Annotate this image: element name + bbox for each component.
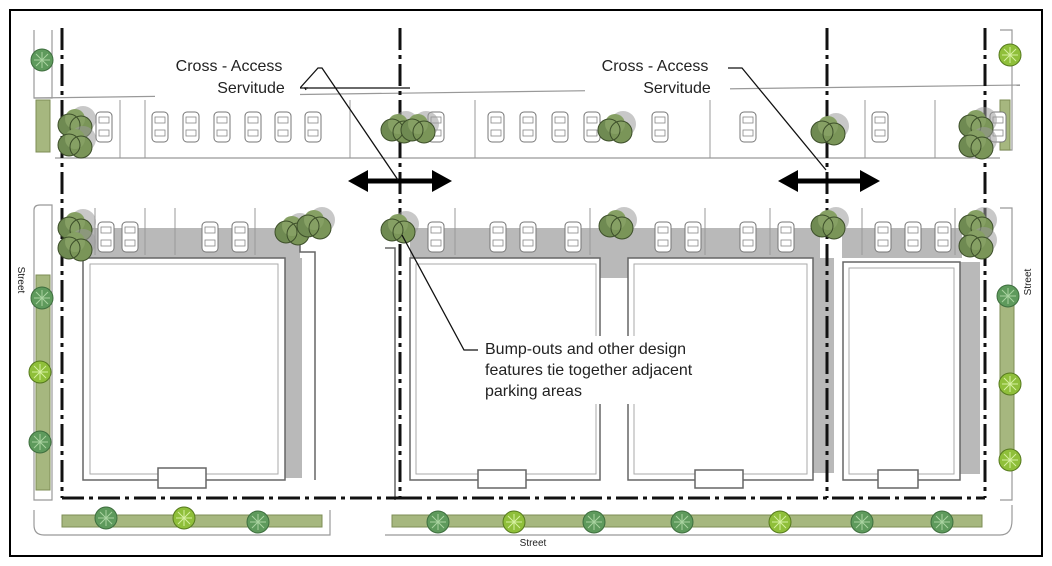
street-label-left: Street	[15, 267, 26, 294]
servitude-label-2: Servitude	[643, 80, 711, 97]
cross-access-label-2: Cross - Access	[602, 58, 709, 75]
servitude-label-1: Servitude	[217, 80, 285, 97]
bump-outs-label-line-2: features tie together adjacent	[485, 362, 693, 379]
annotations: Cross - Access Servitude Cross - Access …	[15, 58, 1034, 549]
cross-access-arrow-1-icon	[348, 170, 452, 192]
property-lines	[60, 28, 987, 500]
cross-access-arrow-2-icon	[778, 170, 880, 192]
street-label-right: Street	[1023, 268, 1034, 295]
bump-outs-label-line-3: parking areas	[485, 383, 582, 400]
leader-lines	[299, 67, 827, 351]
street-label-bottom: Street	[520, 538, 547, 549]
bump-outs-label-line-1: Bump-outs and other design	[485, 341, 686, 358]
cross-access-arrows	[348, 170, 880, 192]
cross-access-label-1: Cross - Access	[176, 58, 283, 75]
buildings	[82, 232, 961, 500]
